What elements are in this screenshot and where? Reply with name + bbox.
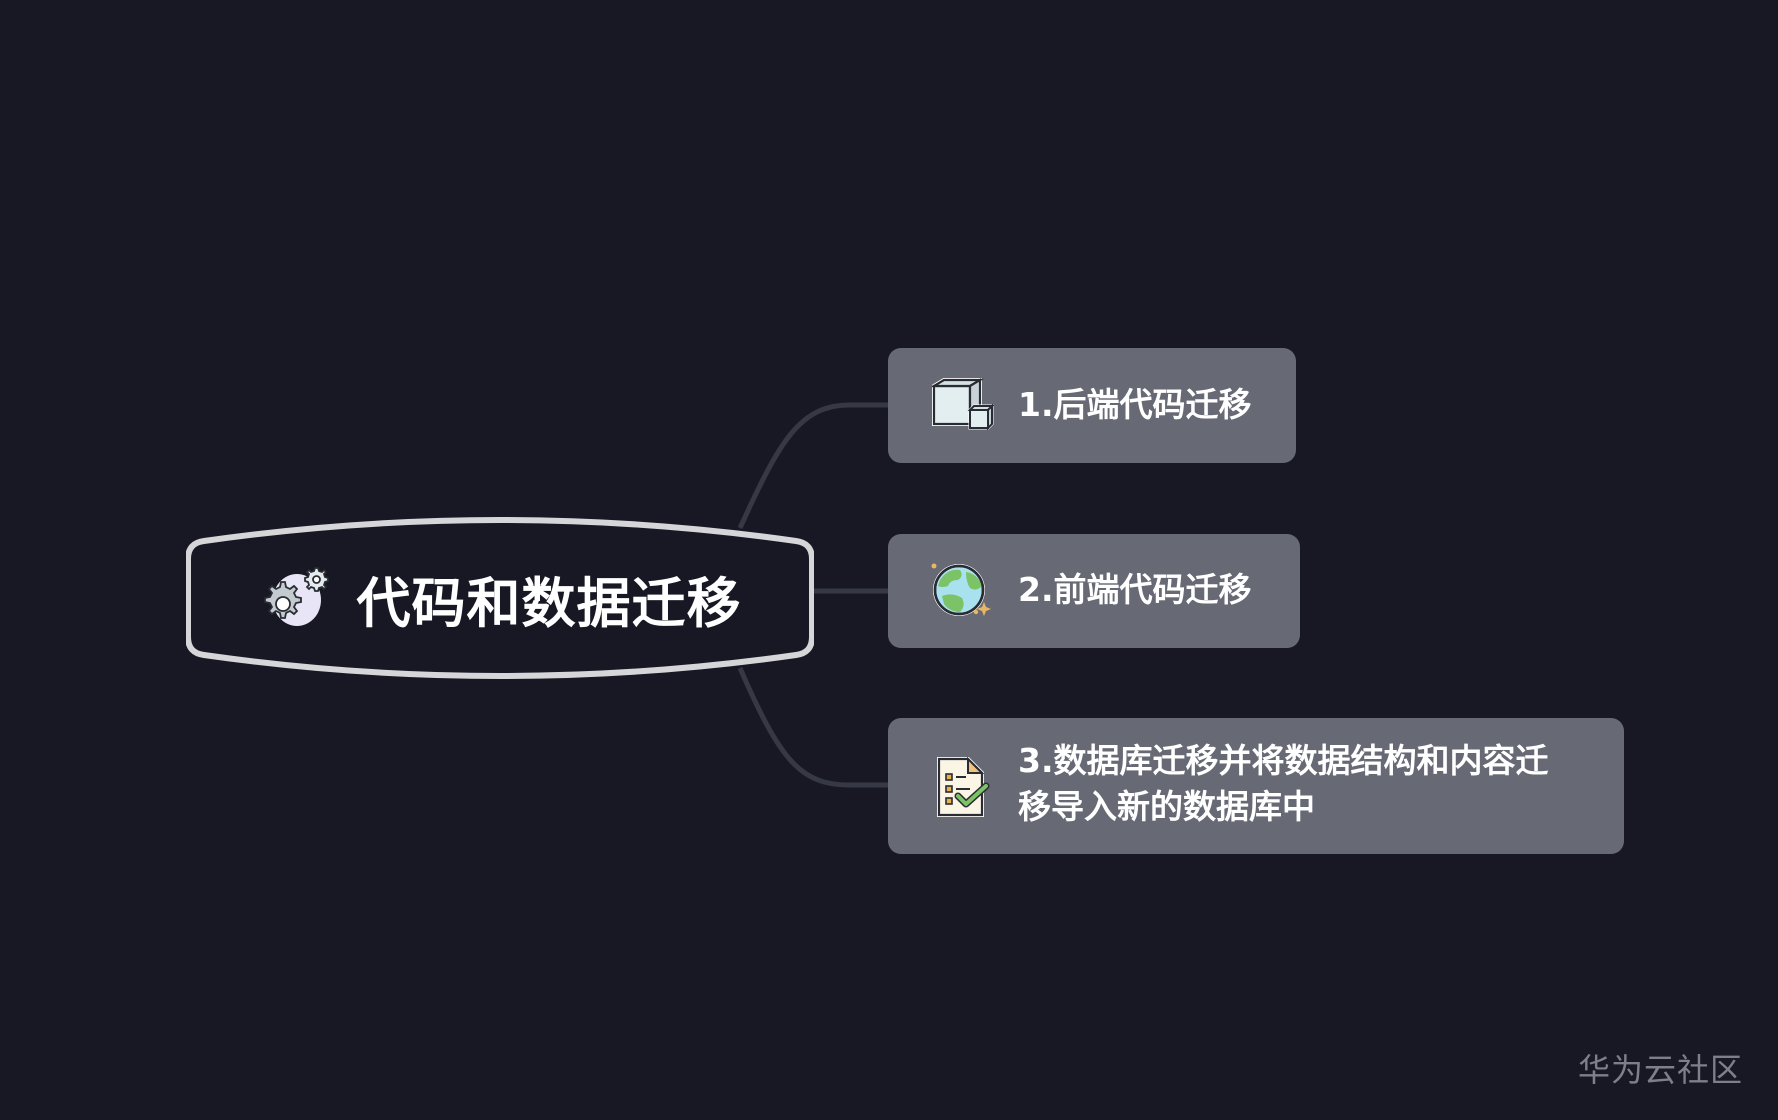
globe-icon: [930, 562, 996, 622]
central-topic-title: 代码和数据迁移: [356, 571, 742, 635]
topic-label-line-2: 移导入新的数据库中: [1018, 787, 1315, 826]
topic-frontend-migration[interactable]: 2.前端代码迁移: [888, 534, 1300, 648]
topic-label: 1.后端代码迁移: [1018, 385, 1252, 424]
topic-database-migration[interactable]: 3.数据库迁移并将数据结构和内容迁 移导入新的数据库中: [888, 718, 1624, 854]
checklist-document-icon: [936, 756, 992, 822]
connector-topic-1: [737, 402, 888, 530]
topic-backend-migration[interactable]: 1.后端代码迁移: [888, 348, 1296, 463]
cube-boxes-icon: [930, 378, 995, 434]
gears-icon: [259, 564, 335, 632]
central-topic-shape: [186, 517, 814, 679]
central-topic[interactable]: 代码和数据迁移: [186, 513, 814, 683]
topic-label-line-1: 3.数据库迁移并将数据结构和内容迁: [1018, 741, 1549, 780]
watermark: 华为云社区: [1578, 1051, 1744, 1089]
topic-label: 2.前端代码迁移: [1018, 570, 1252, 609]
connector-topic-3: [737, 667, 888, 788]
